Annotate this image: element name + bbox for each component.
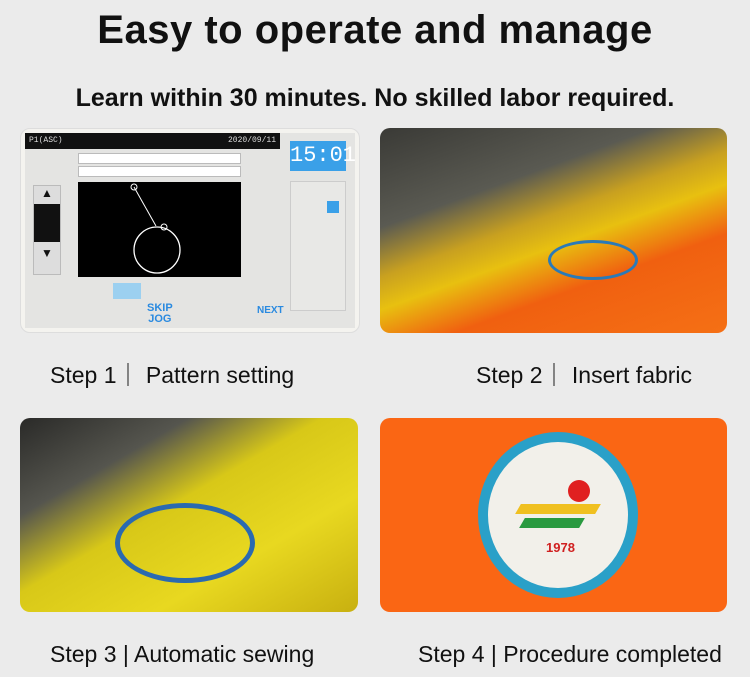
step4-caption: Step 4 | Procedure completed xyxy=(418,641,722,667)
step2-caption: Step 2｜ Insert fabric xyxy=(476,362,693,388)
step4-photo-finished-patch: 1978 xyxy=(380,418,727,612)
date-text: 2020/09/11 xyxy=(227,136,276,145)
patch-year: 1978 xyxy=(546,540,575,555)
page-subtitle: Learn within 30 minutes. No skilled labo… xyxy=(75,84,675,112)
clock-display: 15:01 xyxy=(290,141,356,171)
pattern-preview xyxy=(78,182,241,277)
save-icon[interactable] xyxy=(327,201,339,213)
screen-status-bar: P1(ASC) 2020/09/11 xyxy=(25,133,280,149)
status-text: P1(ASC) xyxy=(29,136,63,145)
page-title: Easy to operate and manage xyxy=(97,8,653,52)
embroidered-patch: 1978 xyxy=(478,432,638,598)
step3-caption: Step 3 | Automatic sewing xyxy=(50,641,315,667)
arrow-down-icon[interactable]: ▼ xyxy=(41,246,53,260)
scroll-buttons[interactable]: ▲ ▼ xyxy=(33,185,61,275)
next-button[interactable]: NEXT xyxy=(257,305,284,316)
step2-photo-insert-fabric xyxy=(380,128,727,333)
arrow-up-icon[interactable]: ▲ xyxy=(41,186,53,200)
step3-photo-sewing xyxy=(20,418,358,612)
step1-caption: Step 1｜ Pattern setting xyxy=(50,362,295,388)
